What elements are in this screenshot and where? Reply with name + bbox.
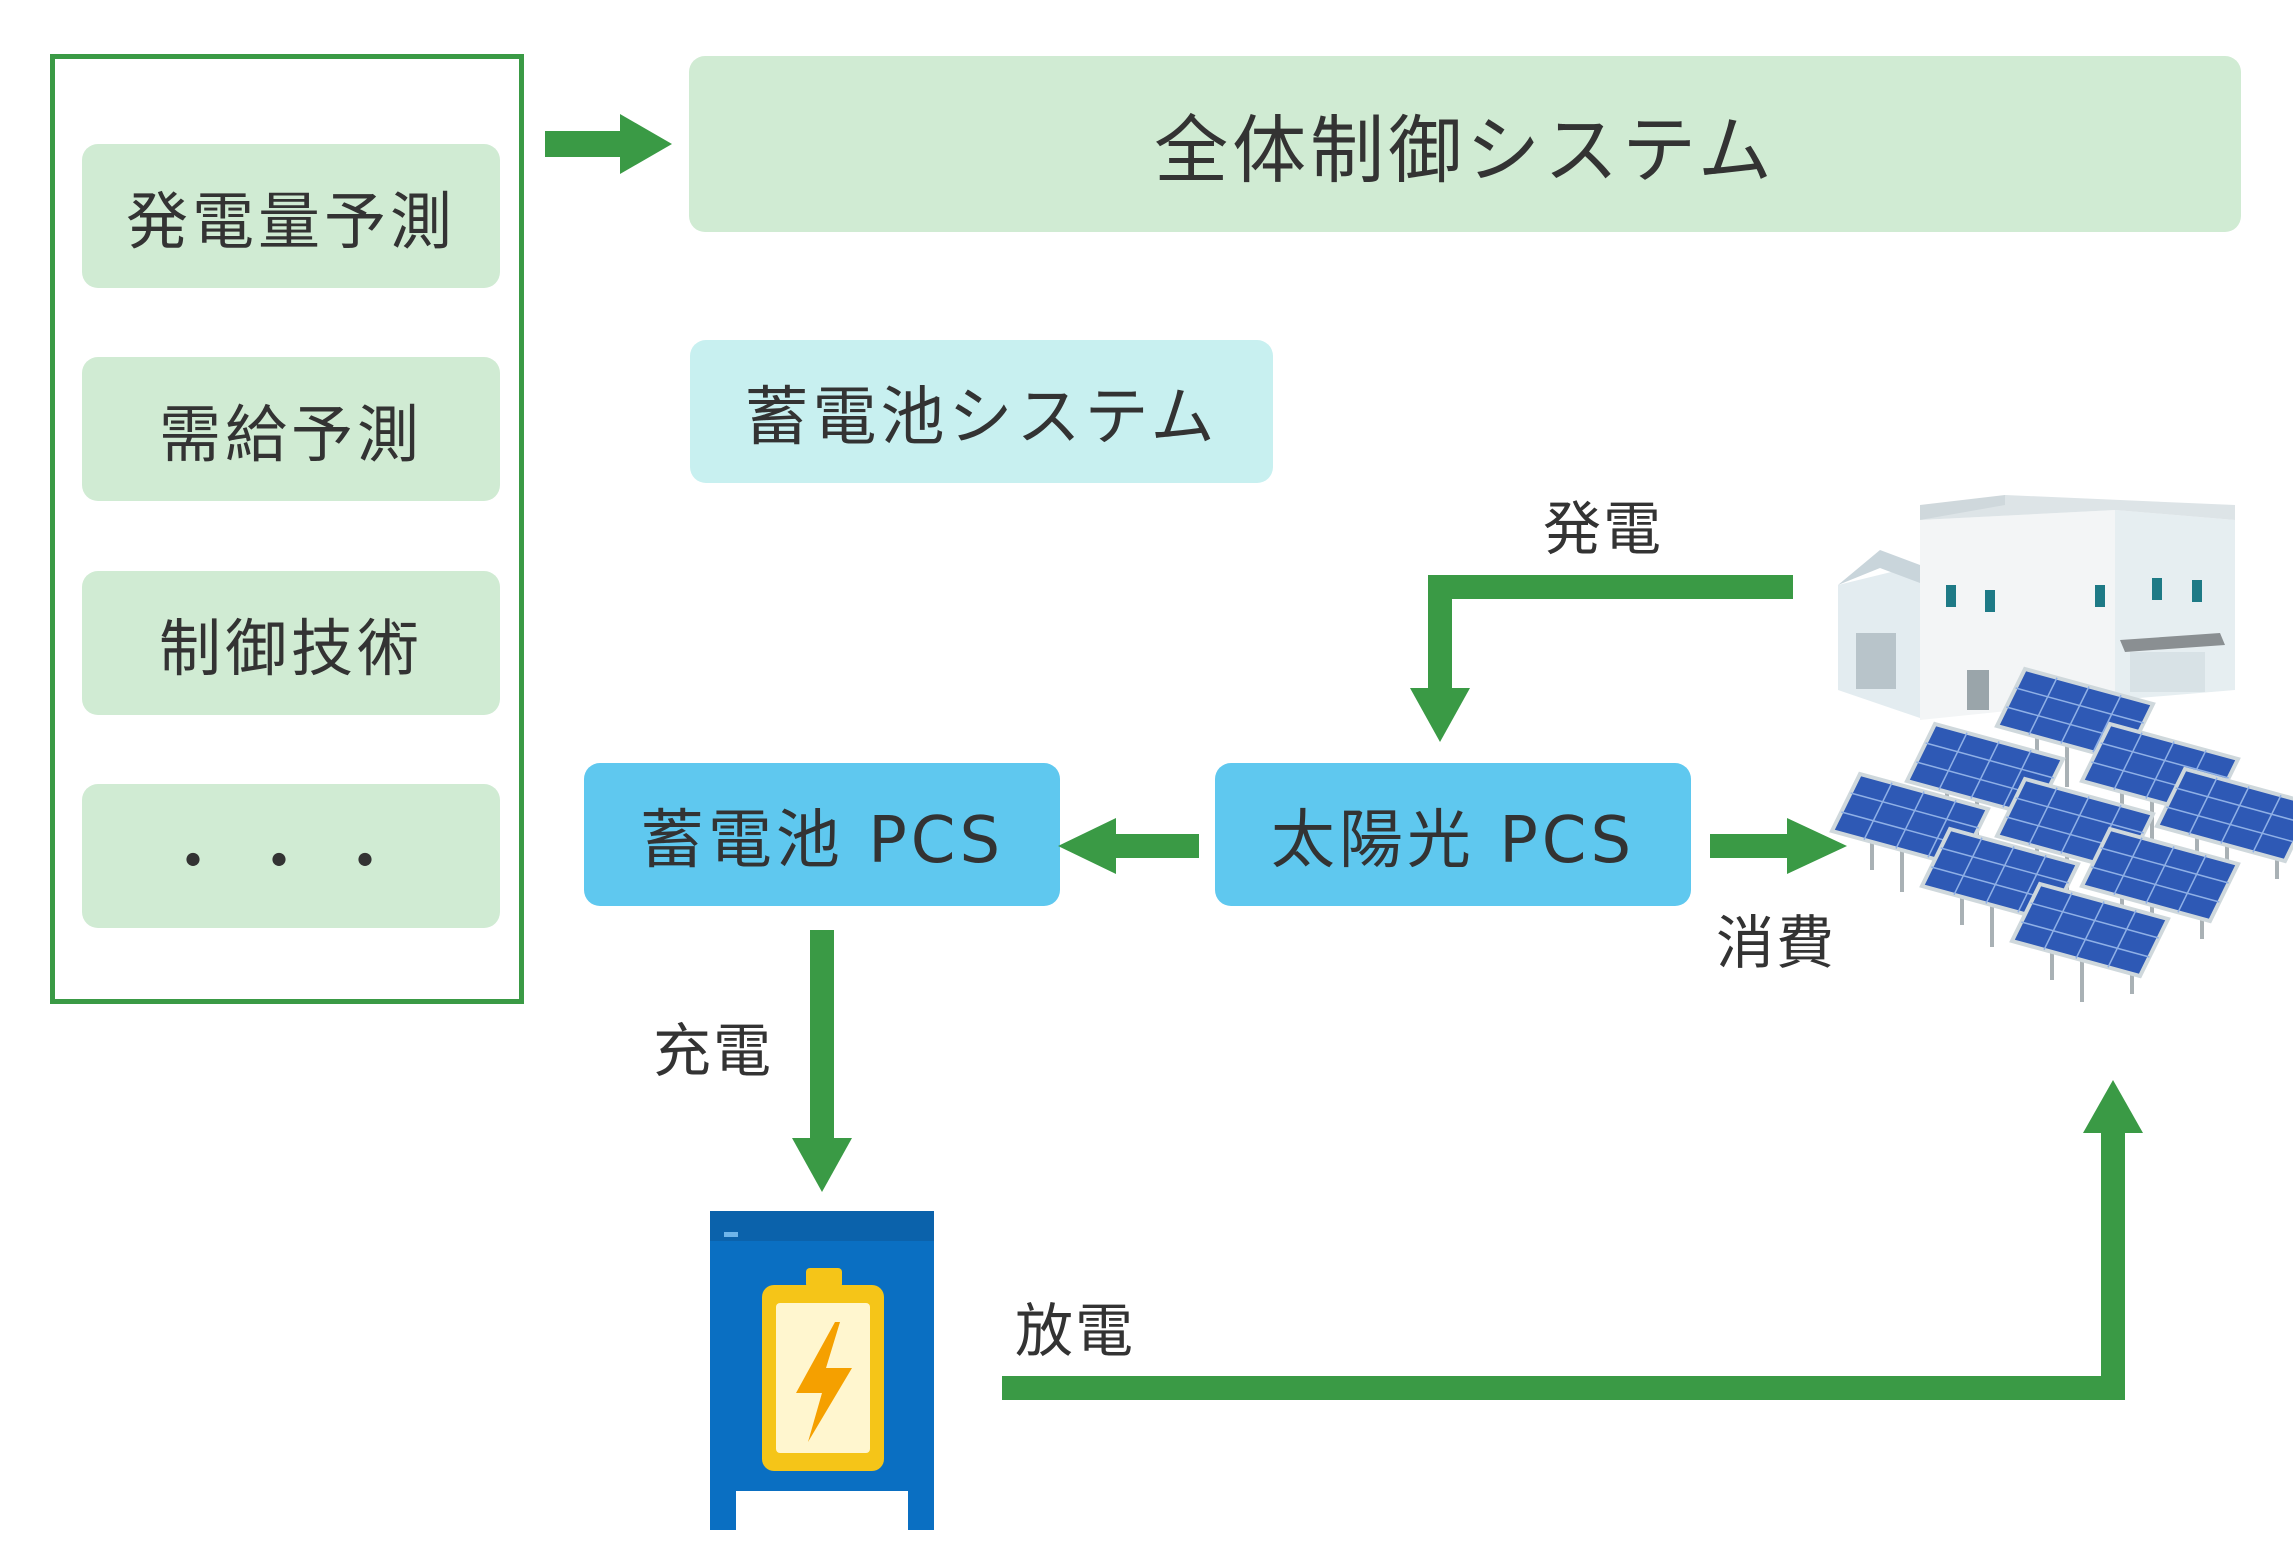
solar-panel-array-icon [1829, 666, 2293, 1002]
overall-control-system-box: 全体制御システム [689, 56, 2241, 232]
arrow-charge [792, 930, 852, 1192]
factory-building-icon [1838, 495, 2235, 720]
generation-label: 発電 [1543, 495, 1664, 563]
left-panel-item-3: ・・・ [82, 784, 500, 928]
consumption-label: 消費 [1716, 909, 1837, 977]
arrow-consumption [1710, 818, 1847, 874]
left-panel-item-0: 発電量予測 [82, 144, 500, 288]
solar-pcs-box: 太陽光 PCS [1215, 763, 1691, 906]
arrow-solar-to-battery-pcs [1058, 818, 1199, 874]
battery-storage-icon [710, 1211, 934, 1530]
left-panel-item-1: 需給予測 [82, 357, 500, 501]
discharge-label: 放電 [1015, 1297, 1136, 1365]
arrow-generation [1410, 575, 1793, 742]
left-panel-item-2: 制御技術 [82, 571, 500, 715]
charge-label: 充電 [653, 1017, 774, 1085]
arrow-to-control-system [545, 114, 672, 174]
battery-pcs-box: 蓄電池 PCS [584, 763, 1060, 906]
arrow-discharge [1002, 1080, 2143, 1400]
battery-system-box: 蓄電池システム [690, 340, 1273, 483]
left-panel-frame [50, 54, 524, 1004]
